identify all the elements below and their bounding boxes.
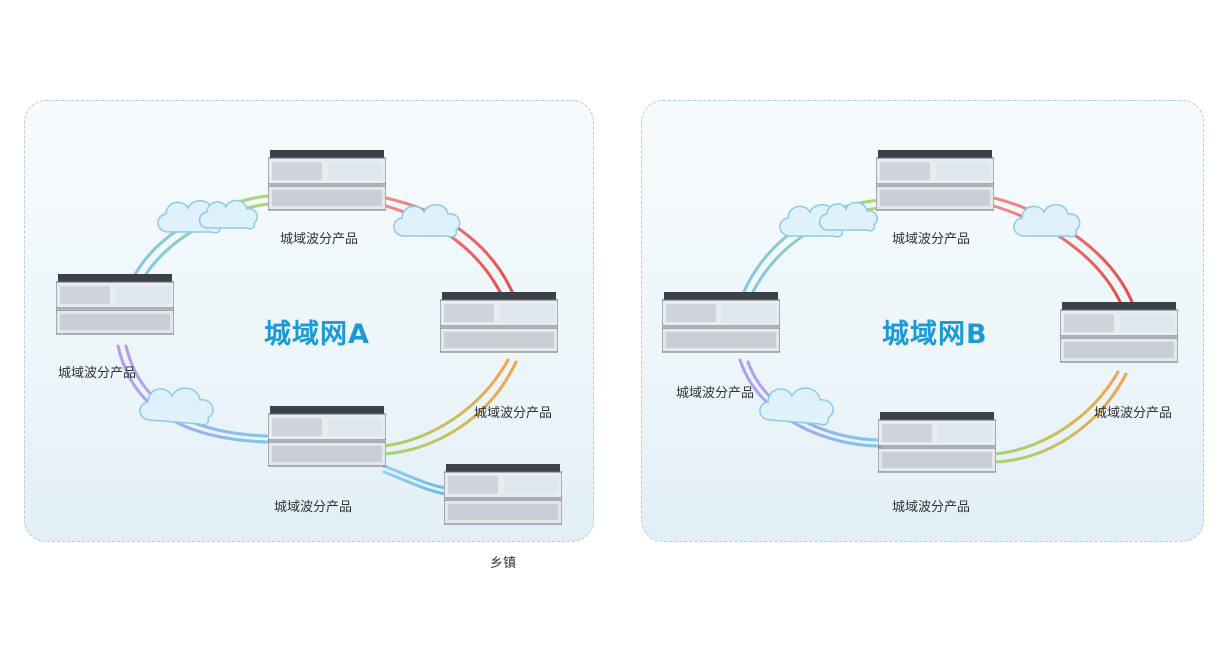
node-label-a-right: 城域波分产品 bbox=[474, 406, 553, 421]
node-label-b-top: 城域波分产品 bbox=[892, 232, 971, 247]
link-b-right-bottom bbox=[992, 370, 1120, 456]
cloud-icon bbox=[779, 201, 878, 238]
link-a-top-right bbox=[384, 196, 516, 298]
cloud-icon bbox=[1013, 204, 1081, 238]
cloud-icon bbox=[393, 204, 461, 238]
node-label-a-left: 城域波分产品 bbox=[58, 366, 137, 381]
cloud-icon bbox=[759, 387, 834, 426]
wdm-device-icon bbox=[56, 274, 174, 335]
wdm-device-icon bbox=[440, 292, 558, 353]
wdm-device-icon bbox=[1060, 302, 1178, 363]
link-a-bottom-township bbox=[382, 464, 448, 490]
region-b-title: 城域网B bbox=[882, 319, 988, 350]
wdm-device-icon bbox=[662, 292, 780, 353]
wdm-device-icon bbox=[878, 412, 996, 473]
link-b-left-bottom bbox=[738, 358, 882, 448]
wdm-device-icon bbox=[444, 464, 562, 525]
cloud-icon bbox=[157, 199, 258, 234]
wdm-device-icon bbox=[268, 406, 386, 467]
region-a-title: 城域网A bbox=[264, 319, 370, 350]
wdm-device-icon bbox=[876, 150, 994, 211]
wdm-device-icon bbox=[268, 150, 386, 211]
node-label-township: 乡镇 bbox=[490, 556, 517, 571]
node-label-b-right: 城域波分产品 bbox=[1094, 406, 1173, 421]
node-label-a-top: 城域波分产品 bbox=[280, 232, 359, 247]
node-label-b-left: 城域波分产品 bbox=[676, 386, 755, 401]
node-label-a-bottom: 城域波分产品 bbox=[274, 500, 353, 515]
link-a-right-bottom bbox=[382, 358, 510, 448]
node-label-b-bottom: 城域波分产品 bbox=[892, 500, 971, 515]
cloud-icon bbox=[139, 387, 214, 426]
